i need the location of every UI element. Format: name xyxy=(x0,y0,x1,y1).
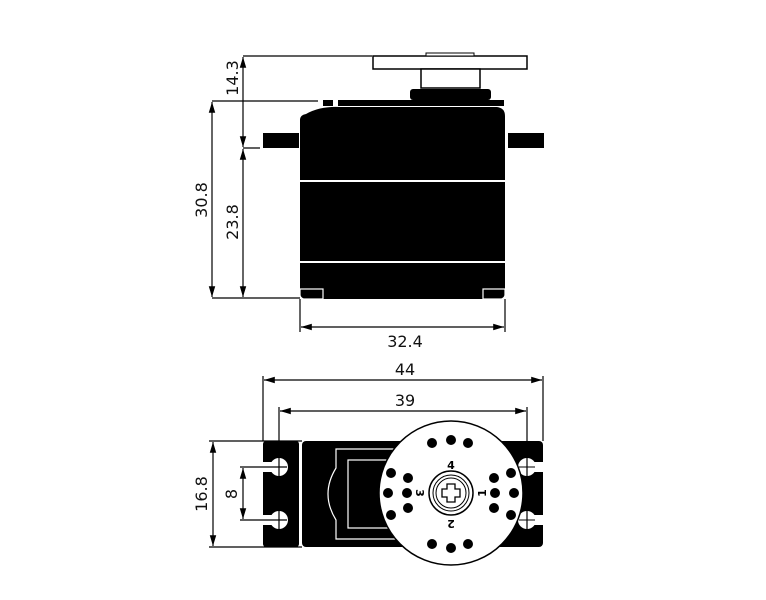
dim-label-30-8: 30.8 xyxy=(192,182,211,218)
horn-label-4: 4 xyxy=(447,459,455,472)
horn-label-1: 1 xyxy=(476,489,489,497)
dim-label-14-3: 14.3 xyxy=(223,60,242,96)
dim-label-39: 39 xyxy=(395,391,415,410)
horn-hole xyxy=(489,503,499,513)
servo-body xyxy=(300,106,505,299)
horn-hole xyxy=(509,488,519,498)
output-shaft xyxy=(420,68,481,89)
horn-hole xyxy=(489,473,499,483)
screw-cross-icon xyxy=(441,483,461,503)
mount-tab-left xyxy=(263,133,299,148)
horn-nub xyxy=(425,52,475,57)
dim-label-16-8: 16.8 xyxy=(192,476,211,512)
body-seam-upper xyxy=(300,180,505,182)
horn-hole xyxy=(383,488,393,498)
horn-label-3: 3 xyxy=(413,489,426,497)
horn-hole xyxy=(490,488,500,498)
horn-hole xyxy=(386,510,396,520)
horn-hole xyxy=(506,510,516,520)
horn-hole xyxy=(386,468,396,478)
top-view: 4 2 3 1 44 39 16.8 8 xyxy=(192,360,544,566)
shaft-base xyxy=(410,89,491,100)
horn-plate xyxy=(372,55,528,70)
top-strip-left xyxy=(323,100,333,106)
horn-label-2: 2 xyxy=(447,517,455,530)
dim-label-32-4: 32.4 xyxy=(387,332,423,351)
side-view: 30.8 14.3 23.8 32.4 xyxy=(192,52,544,351)
horn-hole xyxy=(463,438,473,448)
horn-holes xyxy=(383,435,519,553)
horn-hole xyxy=(427,438,437,448)
dim-label-8: 8 xyxy=(222,489,241,499)
foot-notch-right xyxy=(482,288,506,300)
case-outline xyxy=(327,448,421,540)
horn-hole xyxy=(402,488,412,498)
horn-hole xyxy=(506,468,516,478)
mount-tab-right xyxy=(508,133,544,148)
foot-notch-left xyxy=(299,288,324,300)
horn-hole xyxy=(403,473,413,483)
body-seam-lower xyxy=(300,261,505,263)
horn-hole xyxy=(446,435,456,445)
dim-label-44: 44 xyxy=(395,360,415,379)
horn-hole xyxy=(463,539,473,549)
horn-hole xyxy=(403,503,413,513)
top-strip xyxy=(338,100,504,106)
horn-hole xyxy=(427,539,437,549)
dim-label-23-8: 23.8 xyxy=(223,204,242,240)
flange-left xyxy=(263,441,299,547)
horn-hole xyxy=(446,543,456,553)
